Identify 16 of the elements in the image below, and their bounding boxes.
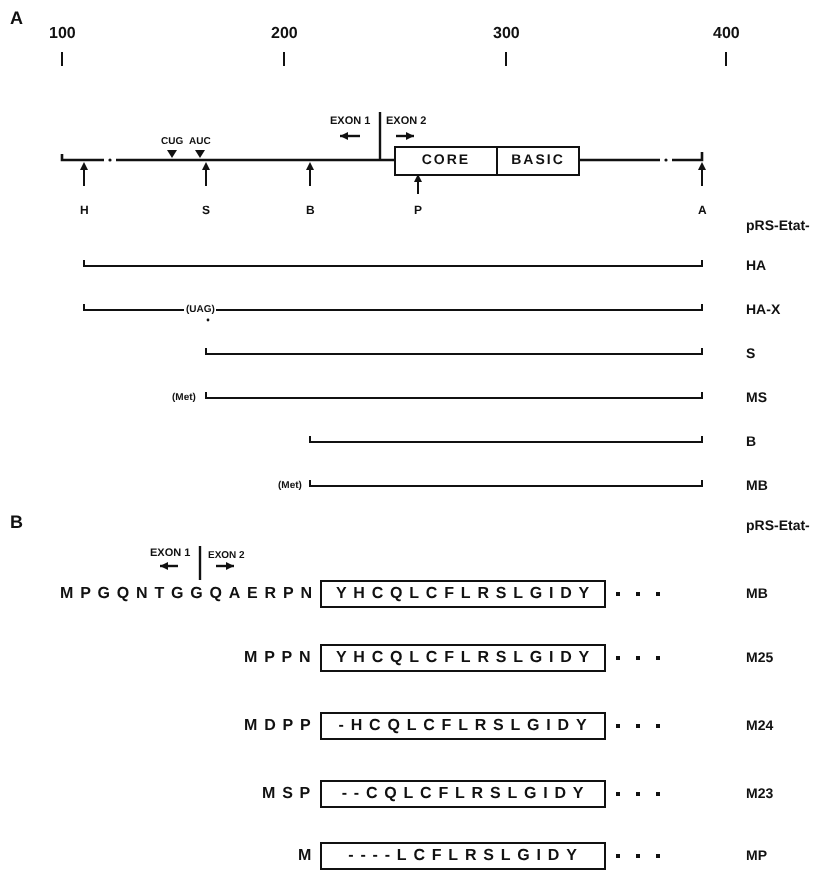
sequence-text: MPPN (242, 650, 318, 666)
sequence-box: ----LCFLRSLGIDY (320, 842, 606, 870)
axis-tick-label: 200 (271, 26, 298, 42)
sequence-text: MDPP (242, 718, 318, 734)
axis-tick-label: 100 (49, 26, 76, 42)
sequence-box: --CQLCFLRSLGIDY (320, 780, 606, 808)
axis-tick-label: 300 (493, 26, 520, 42)
sequence-box: YHCQLCFLRSLGIDY (320, 580, 606, 608)
sequence-text: M (296, 848, 319, 864)
panel-letter: A (10, 9, 23, 27)
sequence-box: YHCQLCFLRSLGIDY (320, 644, 606, 672)
sequence-text: MPGQNTGGQAERPN (58, 586, 319, 602)
panel-letter: B (10, 513, 23, 531)
axis-tick-label: 400 (713, 26, 740, 42)
sequence-box: -HCQLCFLRSLGIDY (320, 712, 606, 740)
sequence-text: MSP (260, 786, 318, 802)
